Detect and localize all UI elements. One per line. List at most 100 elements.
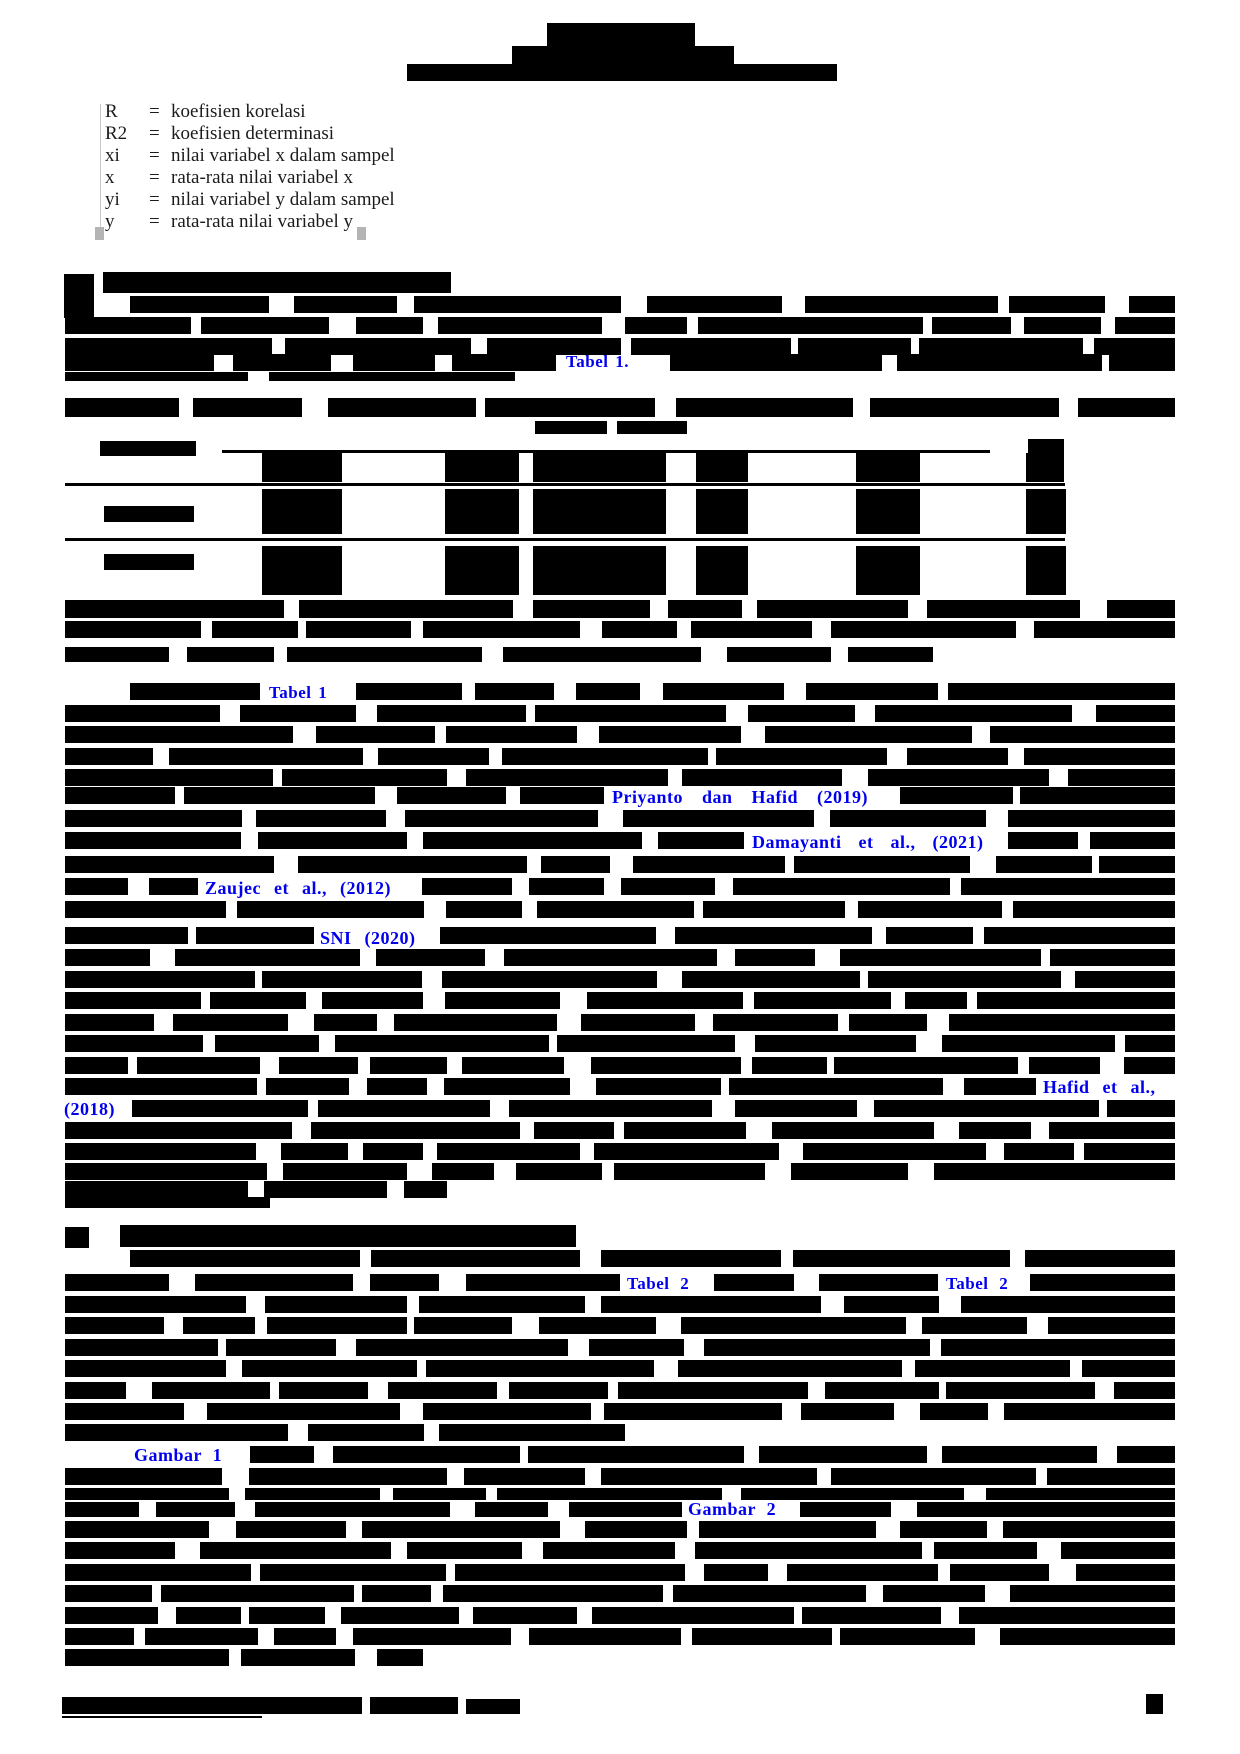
redaction-bar: [356, 683, 463, 700]
title-line-redaction: [407, 64, 837, 81]
redaction-bar: [65, 810, 242, 827]
redaction-bar: [286, 647, 482, 662]
definition-term: y: [105, 211, 115, 232]
table-subheader-redaction: [696, 453, 748, 482]
redaction-bar: [961, 878, 1175, 895]
link-sni-2020[interactable]: SNI (2020): [320, 928, 416, 948]
redaction-bar: [504, 949, 718, 966]
redaction-bar: [682, 769, 843, 786]
redaction-bar: [387, 1382, 498, 1399]
redaction-bar: [65, 1296, 246, 1313]
redaction-bar: [245, 1488, 381, 1500]
table-header-redaction: [1028, 439, 1064, 455]
redaction-bar: [1078, 398, 1175, 417]
definition-row: R2=koefisien determinasi: [105, 123, 334, 145]
redaction-bar: [646, 296, 783, 313]
definition-text: nilai variabel y dalam sampel: [171, 189, 395, 210]
equals-sign: =: [149, 189, 160, 210]
equals-sign: =: [149, 167, 160, 188]
redaction-bar: [65, 1197, 270, 1208]
redaction-bar: [255, 1502, 451, 1517]
title-line-redaction: [512, 46, 734, 66]
link-tabel-1-ref-2[interactable]: Tabel 1: [269, 683, 328, 702]
redaction-bar: [281, 1143, 348, 1160]
redaction-bar: [65, 1488, 230, 1500]
redaction-bar: [413, 1317, 513, 1334]
redaction-bar: [1008, 832, 1079, 849]
table-subheader-redaction: [262, 453, 342, 482]
redaction-bar: [595, 1078, 722, 1095]
redaction-bar: [697, 317, 923, 334]
redaction-bar: [65, 787, 176, 804]
redaction-bar: [703, 1564, 769, 1581]
link-tabel-2-ref-2[interactable]: Tabel 2: [946, 1274, 1009, 1293]
redaction-bar: [156, 1502, 235, 1517]
redaction-bar: [735, 949, 815, 966]
redaction-bar: [474, 683, 554, 700]
definition-row: yi=nilai variabel y dalam sampel: [105, 189, 395, 211]
redaction-bar: [422, 1403, 592, 1420]
redaction-bar: [919, 338, 1084, 355]
redaction-bar: [65, 1521, 210, 1538]
table-subheader-redaction: [445, 453, 519, 482]
redaction-bar: [945, 1382, 1096, 1399]
redaction-bar: [959, 1607, 1175, 1624]
redaction-bar: [1025, 1250, 1175, 1267]
redaction-bar: [240, 1649, 356, 1666]
redaction-bar: [201, 317, 330, 334]
redaction-bar: [466, 769, 668, 786]
redaction-bar: [534, 705, 727, 722]
redaction-bar: [960, 1296, 1175, 1313]
redaction-bar: [371, 1250, 580, 1267]
definition-term: x: [105, 167, 115, 188]
redaction-bar: [1048, 1317, 1175, 1334]
title-line-redaction: [547, 23, 695, 49]
redaction-bar: [529, 878, 604, 895]
table-subheader-redaction: [856, 453, 920, 482]
redaction-bar: [958, 1122, 1031, 1139]
link-hafid-2018-part1[interactable]: Hafid et al.,: [1043, 1077, 1156, 1097]
redaction-bar: [502, 748, 709, 765]
redaction-bar: [132, 1100, 309, 1117]
redaction-bar: [376, 705, 526, 722]
redaction-bar: [236, 1521, 346, 1538]
redaction-bar: [192, 398, 303, 417]
redaction-bar: [236, 901, 424, 918]
redaction-bar: [294, 296, 397, 313]
link-gambar-1[interactable]: Gambar 1: [134, 1445, 223, 1465]
redaction-bar: [751, 1057, 827, 1074]
redaction-bar: [65, 1014, 155, 1031]
redaction-bar: [800, 1403, 894, 1420]
link-priyanto-hafid-2019[interactable]: Priyanto dan Hafid (2019): [612, 787, 869, 807]
definition-row: xi=nilai variabel x dalam sampel: [105, 145, 395, 167]
redaction-bar: [1034, 621, 1175, 638]
redaction-bar: [803, 1143, 986, 1160]
redaction-bar: [843, 1296, 939, 1313]
redaction-bar: [282, 769, 448, 786]
section1-number-redaction: [64, 274, 94, 318]
footer-redaction: [466, 1699, 520, 1714]
redaction-bar: [65, 1360, 226, 1377]
redaction-bar: [1000, 1628, 1175, 1645]
redaction-bar: [680, 1317, 907, 1334]
redaction-bar: [195, 1274, 354, 1291]
redaction-bar: [403, 1181, 447, 1198]
definition-term: xi: [105, 145, 120, 166]
table-rule: [222, 450, 990, 453]
redaction-bar: [65, 1607, 159, 1624]
redaction-bar: [917, 1502, 1175, 1517]
redaction-bar: [1106, 1100, 1175, 1117]
link-tabel-2-ref-1[interactable]: Tabel 2: [627, 1274, 690, 1293]
link-tabel-1-ref-1[interactable]: Tabel 1.: [566, 352, 630, 371]
redaction-bar: [257, 832, 407, 849]
table-cell-redaction: [1026, 546, 1066, 595]
link-gambar-2[interactable]: Gambar 2: [688, 1499, 777, 1519]
redaction-bar: [942, 1446, 1097, 1463]
link-hafid-2018-part2[interactable]: (2018): [64, 1099, 115, 1119]
link-zaujec-2012[interactable]: Zaujec et al., (2012): [205, 878, 391, 898]
link-damayanti-2021[interactable]: Damayanti et al., (2021): [752, 832, 984, 852]
redaction-bar: [307, 1424, 424, 1441]
redaction-bar: [933, 1542, 1038, 1559]
redaction-bar: [397, 787, 506, 804]
redaction-bar: [590, 1057, 741, 1074]
